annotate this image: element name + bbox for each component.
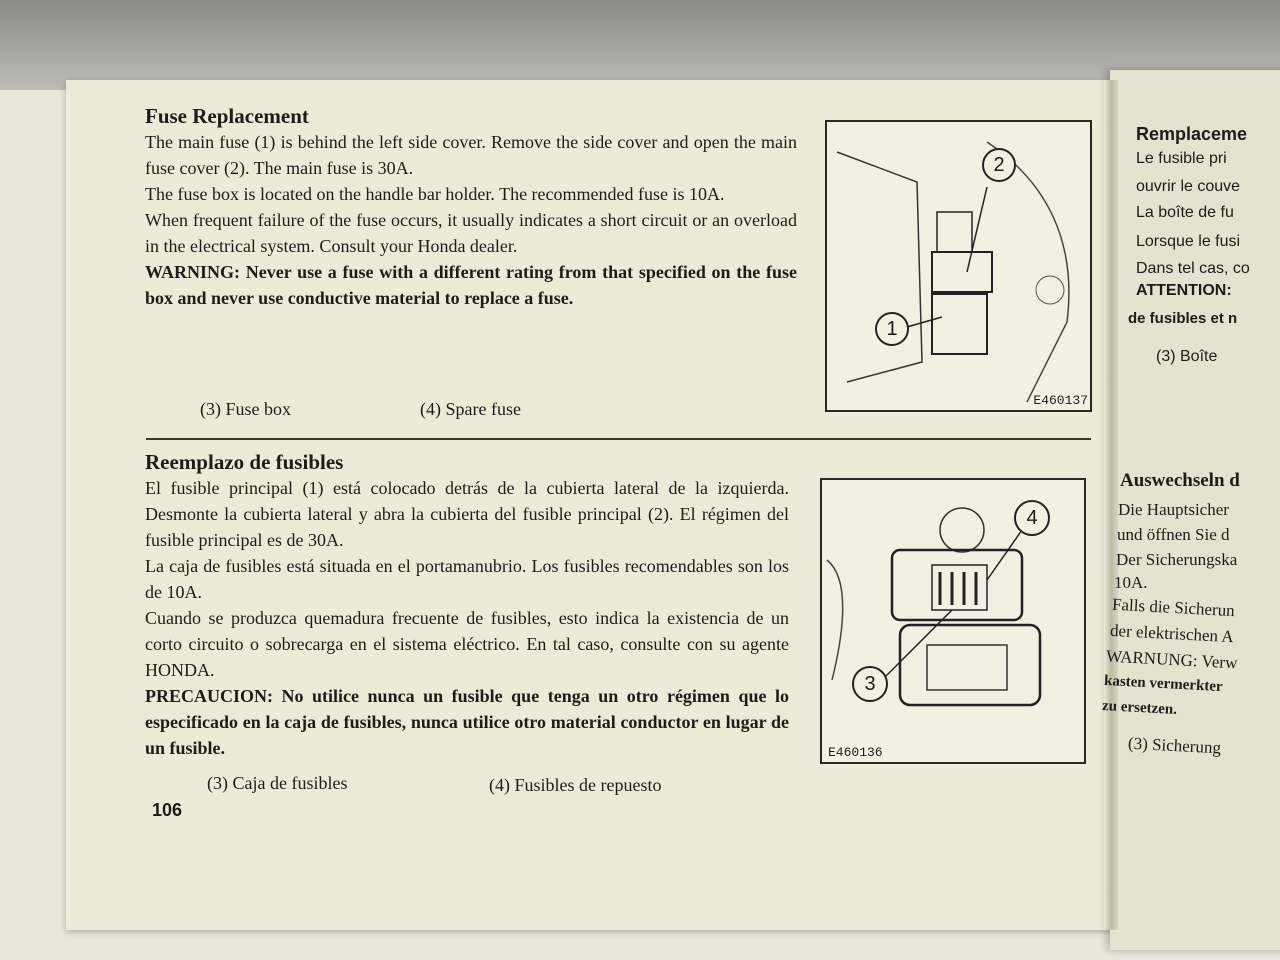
right-page [1110, 70, 1280, 950]
background [0, 0, 1280, 90]
callout-2: 2 [982, 148, 1016, 182]
german-line: 10A. [1114, 573, 1148, 592]
callout-3: 3 [852, 666, 888, 702]
figure-code: E460136 [828, 745, 883, 760]
french-line: La boîte de fu [1136, 204, 1234, 221]
english-paragraph: The main fuse (1) is behind the left sid… [145, 132, 797, 178]
german-line: Der Sicherungska [1116, 550, 1238, 569]
spanish-paragraph: Cuando se produzca quemadura frecuente d… [145, 608, 789, 680]
section-divider [146, 438, 1091, 440]
main-fuse-illustration [836, 141, 1070, 403]
callout-4: 4 [1014, 500, 1050, 536]
german-title: Auswechseln d [1120, 470, 1240, 491]
english-title: Fuse Replacement [145, 104, 309, 128]
french-line: Dans tel cas, co [1136, 260, 1250, 277]
spanish-title: Reemplazo de fusibles [145, 450, 344, 474]
fuse-box-illustration [826, 507, 1042, 707]
spanish-warning: PRECAUCION: No utilice nunca un fusible … [145, 686, 789, 758]
french-line: ouvrir le couve [1136, 178, 1241, 195]
french-line: de fusibles et n [1128, 310, 1238, 327]
french-line: Lorsque le fusi [1136, 233, 1241, 250]
callout-1: 1 [875, 312, 909, 346]
english-paragraph: The fuse box is located on the handle ba… [145, 184, 725, 204]
figure-main-fuse: 2 1 E460137 [825, 120, 1092, 412]
legend-caja-fusibles: (3) Caja de fusibles [207, 773, 348, 793]
legend-fuse-box: (3) Fuse box [200, 399, 291, 419]
english-warning: WARNING: Never use a fuse with a differe… [145, 262, 797, 308]
french-legend: (3) Boîte [1156, 348, 1218, 365]
spanish-section: Reemplazo de fusibles El fusible princip… [145, 450, 789, 761]
german-line: Die Hauptsicher [1118, 500, 1229, 519]
legend-spare-fuse: (4) Spare fuse [420, 399, 521, 419]
english-section: Fuse Replacement The main fuse (1) is be… [145, 104, 797, 311]
french-line: ATTENTION: [1136, 282, 1232, 299]
spanish-paragraph: El fusible principal (1) está colocado d… [145, 478, 789, 550]
figure-code: E460137 [1033, 393, 1088, 408]
legend-fusibles-repuesto: (4) Fusibles de repuesto [489, 775, 662, 795]
figure-fuse-box: 4 3 E460136 [820, 478, 1086, 764]
page-number: 106 [152, 800, 183, 820]
german-line: und öffnen Sie d [1117, 525, 1230, 544]
english-paragraph: When frequent failure of the fuse occurs… [145, 210, 797, 256]
book-gutter [1104, 80, 1118, 930]
french-line: Le fusible pri [1136, 150, 1227, 167]
french-title: Remplaceme [1136, 124, 1248, 144]
spanish-paragraph: La caja de fusibles está situada en el p… [145, 556, 789, 602]
